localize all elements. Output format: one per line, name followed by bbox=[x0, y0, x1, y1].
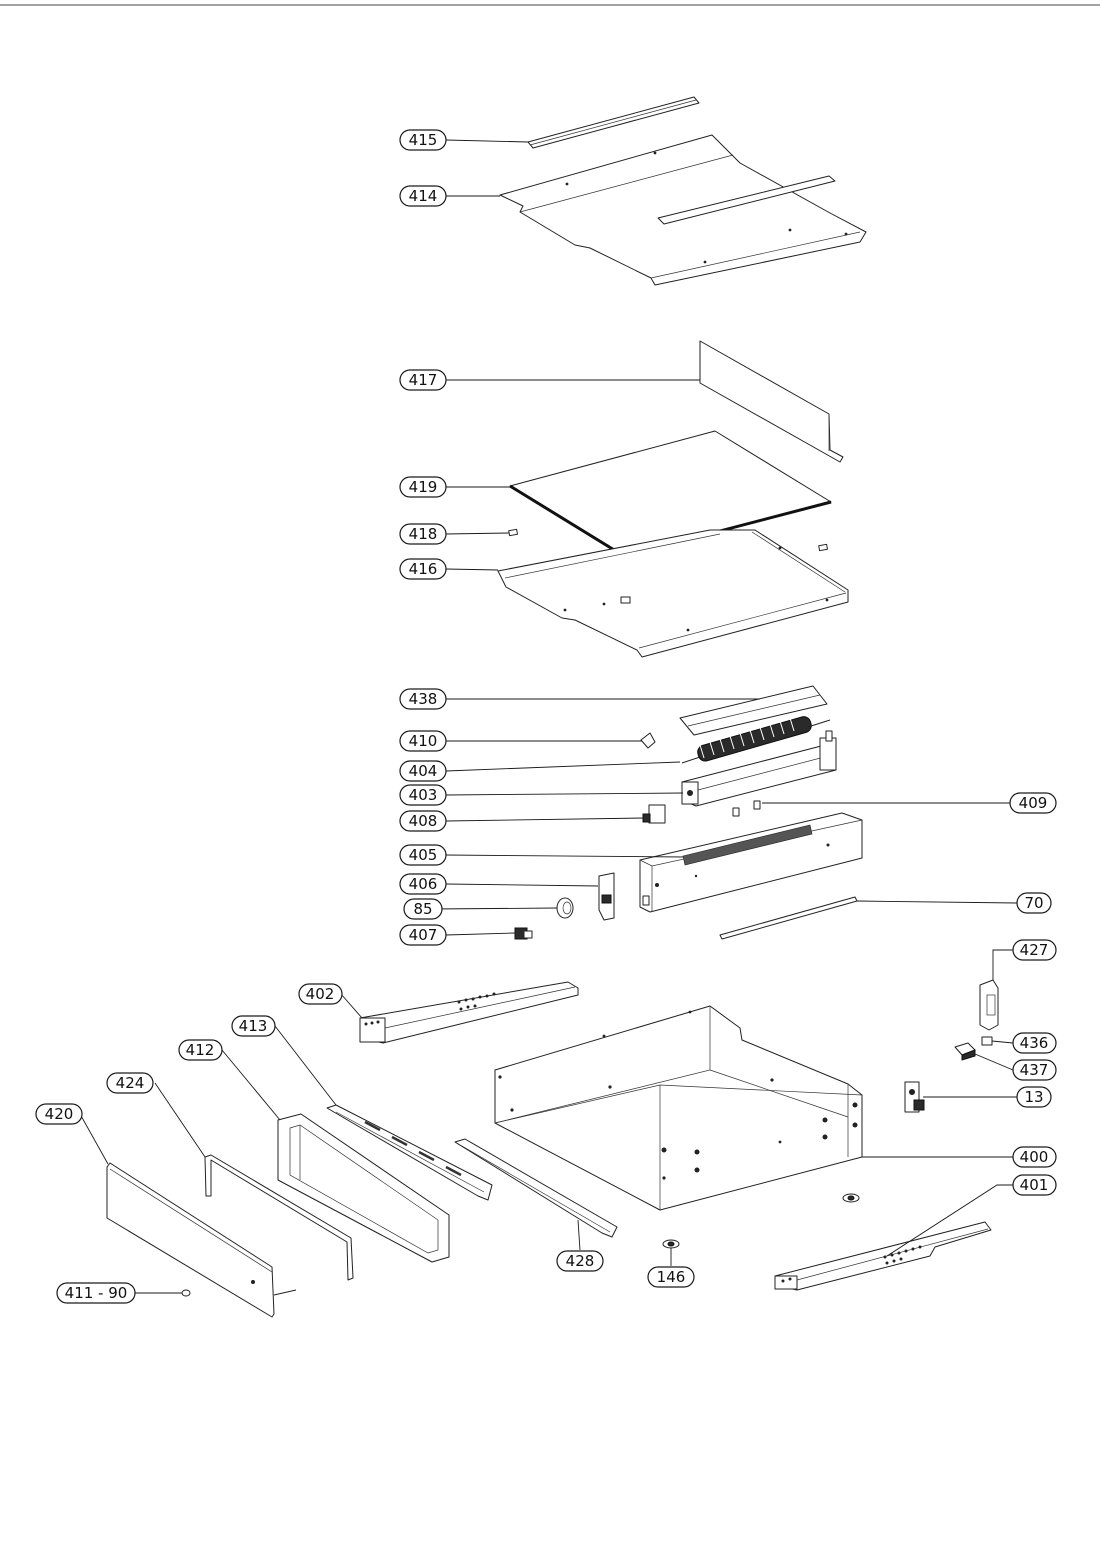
callout-400: 400 bbox=[1012, 1146, 1057, 1168]
svg-text:13: 13 bbox=[1024, 1088, 1043, 1106]
svg-text:424: 424 bbox=[116, 1074, 145, 1092]
callout-408: 408 bbox=[399, 810, 447, 832]
svg-text:403: 403 bbox=[409, 786, 438, 804]
svg-text:407: 407 bbox=[409, 926, 438, 944]
part-427-bracket bbox=[979, 979, 999, 1031]
svg-text:417: 417 bbox=[409, 371, 438, 389]
callout-410: 410 bbox=[399, 730, 447, 752]
part-420-front-panel bbox=[106, 1162, 297, 1318]
part-146-foot bbox=[662, 1239, 680, 1249]
callout-405: 405 bbox=[399, 844, 447, 866]
part-436-clip bbox=[981, 1036, 993, 1046]
part-400-drawer-box bbox=[494, 1005, 863, 1211]
part-402-slide-rail bbox=[359, 981, 579, 1044]
callout-427: 427 bbox=[1012, 939, 1057, 961]
callout-411-90: 411 - 90 bbox=[56, 1282, 136, 1304]
svg-text:428: 428 bbox=[566, 1252, 595, 1270]
callout-413: 413 bbox=[231, 1015, 276, 1037]
svg-text:405: 405 bbox=[409, 846, 438, 864]
callout-412: 412 bbox=[178, 1039, 223, 1061]
callout-13: 13 bbox=[1016, 1086, 1052, 1108]
part-417-back-panel bbox=[699, 340, 844, 463]
svg-text:437: 437 bbox=[1020, 1061, 1049, 1079]
svg-text:416: 416 bbox=[409, 560, 438, 578]
callout-70: 70 bbox=[1016, 892, 1052, 914]
part-407-switch bbox=[514, 927, 533, 940]
part-418-pad bbox=[508, 528, 518, 537]
svg-text:415: 415 bbox=[409, 131, 438, 149]
callout-407: 407 bbox=[399, 924, 447, 946]
part-418-pad-2 bbox=[818, 543, 828, 552]
callout-406: 406 bbox=[399, 873, 447, 895]
part-404-heating-element bbox=[681, 716, 831, 764]
callout-437: 437 bbox=[1012, 1059, 1057, 1081]
svg-text:410: 410 bbox=[409, 732, 438, 750]
callout-146: 146 bbox=[647, 1266, 695, 1288]
part-438-heater-cover bbox=[679, 685, 828, 736]
part-413-support-rail bbox=[326, 1104, 493, 1201]
callout-401: 401 bbox=[1012, 1174, 1057, 1196]
callout-436: 436 bbox=[1012, 1032, 1057, 1054]
callout-409: 409 bbox=[1009, 792, 1057, 814]
svg-text:436: 436 bbox=[1020, 1034, 1049, 1052]
svg-text:146: 146 bbox=[657, 1268, 686, 1286]
svg-text:420: 420 bbox=[45, 1105, 74, 1123]
part-437-block bbox=[954, 1042, 976, 1061]
callout-419: 419 bbox=[399, 476, 447, 498]
part-408-switch bbox=[642, 804, 666, 824]
part-412-front-frame bbox=[277, 1113, 450, 1263]
svg-text:404: 404 bbox=[409, 762, 438, 780]
svg-text:414: 414 bbox=[409, 187, 438, 205]
part-411-90-screw bbox=[181, 1289, 191, 1297]
callout-403: 403 bbox=[399, 784, 447, 806]
callout-418: 418 bbox=[399, 523, 447, 545]
part-409-clips bbox=[732, 800, 761, 817]
part-70-gasket-strip bbox=[719, 896, 858, 940]
callout-438: 438 bbox=[399, 688, 447, 710]
part-85-knob bbox=[556, 897, 574, 919]
svg-text:406: 406 bbox=[409, 875, 438, 893]
callout-404: 404 bbox=[399, 760, 447, 782]
svg-text:438: 438 bbox=[409, 690, 438, 708]
svg-text:409: 409 bbox=[1019, 794, 1048, 812]
leader-lines bbox=[79, 139, 1018, 1294]
part-403-fan-housing bbox=[681, 730, 837, 807]
svg-text:408: 408 bbox=[409, 812, 438, 830]
svg-text:70: 70 bbox=[1024, 894, 1043, 912]
svg-text:411 - 90: 411 - 90 bbox=[65, 1284, 128, 1302]
part-13-latch bbox=[904, 1081, 925, 1113]
svg-text:400: 400 bbox=[1020, 1148, 1049, 1166]
svg-text:413: 413 bbox=[239, 1017, 268, 1035]
part-428-support-rail bbox=[454, 1138, 618, 1238]
part-401-slide-rail bbox=[774, 1221, 992, 1291]
part-405-front-housing bbox=[639, 812, 863, 913]
callout-424: 424 bbox=[106, 1072, 154, 1094]
svg-text:402: 402 bbox=[306, 985, 335, 1003]
svg-text:419: 419 bbox=[409, 478, 438, 496]
callout-85: 85 bbox=[403, 898, 443, 920]
svg-text:85: 85 bbox=[413, 900, 432, 918]
callout-402: 402 bbox=[298, 983, 343, 1005]
callout-417: 417 bbox=[399, 369, 447, 391]
callout-420: 420 bbox=[35, 1103, 83, 1125]
svg-text:412: 412 bbox=[186, 1041, 215, 1059]
part-410-clip bbox=[640, 732, 656, 749]
part-414-top-cover bbox=[499, 134, 867, 286]
svg-text:401: 401 bbox=[1020, 1176, 1049, 1194]
part-406-bracket bbox=[598, 872, 615, 921]
callout-415: 415 bbox=[399, 129, 447, 151]
svg-text:418: 418 bbox=[409, 525, 438, 543]
callout-416: 416 bbox=[399, 558, 447, 580]
svg-text:427: 427 bbox=[1020, 941, 1049, 959]
part-424-gasket-frame bbox=[204, 1154, 354, 1281]
callout-428: 428 bbox=[556, 1250, 604, 1272]
part-415-rail bbox=[527, 96, 700, 149]
part-416-base-tray bbox=[497, 529, 849, 658]
callout-414: 414 bbox=[399, 185, 447, 207]
